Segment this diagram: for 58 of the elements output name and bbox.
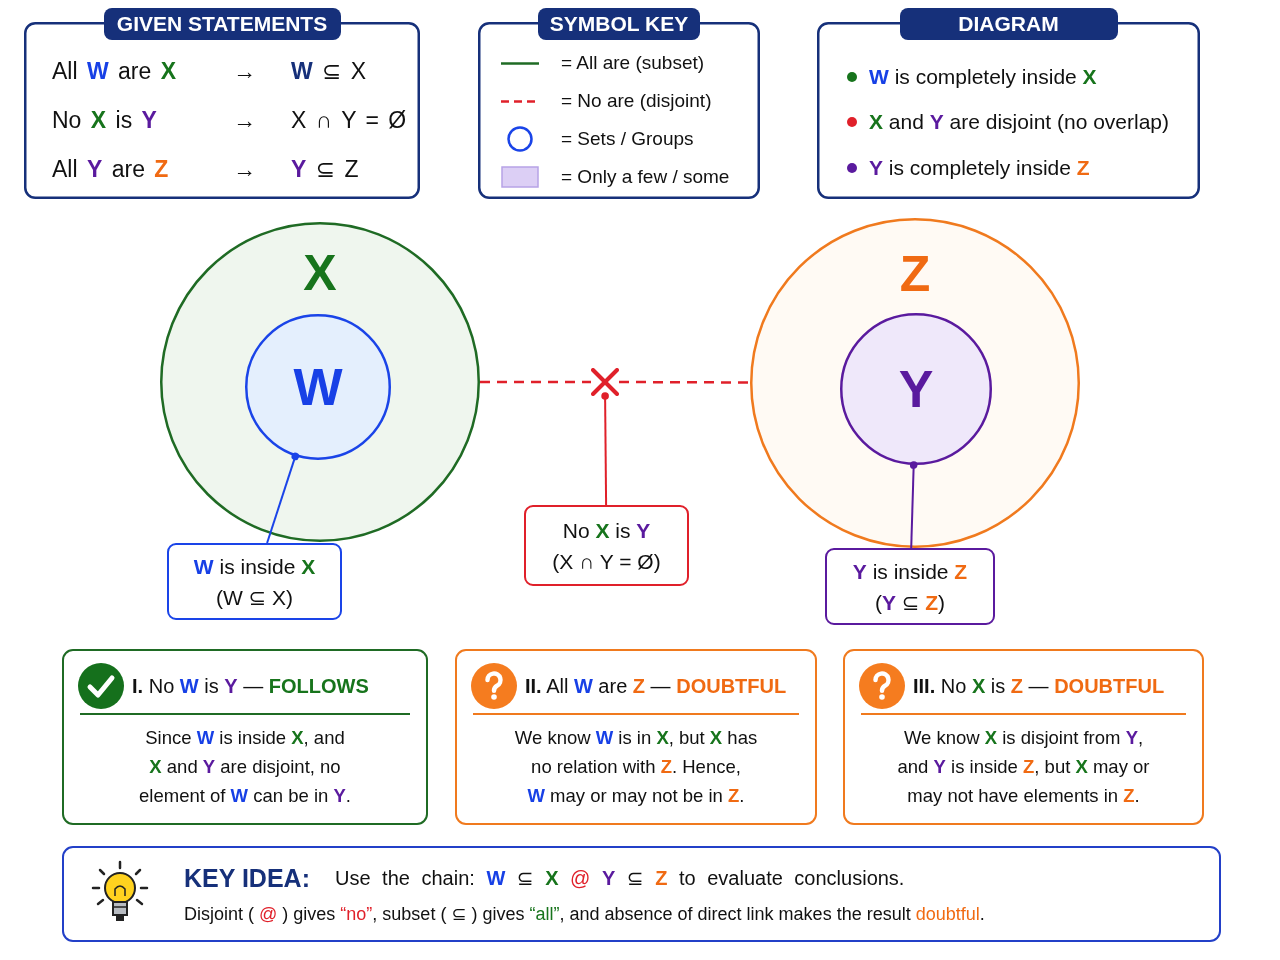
- statement-text: All Y are Z: [52, 155, 169, 183]
- symbol-key-panel: [478, 8, 760, 199]
- formula-text: (W ⊆ X): [215, 584, 294, 611]
- key-idea-panel: [62, 846, 1221, 942]
- callout-text: No X is Y: [562, 517, 651, 544]
- statement-text: No X is Y: [52, 106, 157, 134]
- conclusion-title: III. No X is Z — DOUBTFUL: [913, 673, 1165, 698]
- set-circle: [750, 218, 1080, 548]
- set-circle: [160, 222, 480, 542]
- legend-text: = All are (subset): [561, 52, 705, 74]
- formula-text: X ∩ Y = Ø: [291, 106, 407, 134]
- chain-text: Use the chain: W ⊆ X @ Y ⊆ Z to evaluate conclusions.: [335, 865, 905, 890]
- bullet-text: Y is completely inside Z: [869, 155, 1090, 180]
- statement-text: All W are X: [52, 57, 177, 85]
- leader-line: [601, 392, 609, 506]
- conclusion-title: II. All W are Z — DOUBTFUL: [525, 673, 787, 698]
- explanation-text: Disjoint ( @ ) gives “no”, subset ( ⊆ ) gives “all”, and absence of direct link makes the result doubtful.: [184, 903, 985, 926]
- diagram-panel: [817, 8, 1200, 199]
- conclusion-card: [843, 649, 1204, 825]
- callout-box: [524, 505, 689, 586]
- callout-text: W is inside X: [193, 553, 316, 580]
- set-label: Y: [898, 363, 934, 415]
- dashed-line: [480, 380, 591, 384]
- panel-heading: SYMBOL KEY: [538, 8, 700, 40]
- formula-text: Y ⊆ Z: [291, 155, 359, 183]
- leader-line: [266, 452, 300, 544]
- statements-panel: [24, 8, 420, 199]
- implies-arrow: →: [233, 57, 256, 85]
- set-label: Z: [899, 249, 931, 299]
- implies-arrow: →: [233, 155, 256, 183]
- formula-text: W ⊆ X: [291, 57, 367, 85]
- formula-text: (Y ⊆ Z): [874, 589, 946, 616]
- explanation-text: We know W is in X, but X has no relation with Z. Hence, W may or may not be in Z.: [514, 726, 758, 808]
- set-circle: [245, 314, 391, 460]
- explanation-text: Since W is inside X, and X and Y are disjoint, no element of W can be in Y.: [138, 726, 352, 808]
- conclusion-card: [455, 649, 817, 825]
- formula-text: (X ∩ Y = Ø): [552, 548, 661, 575]
- leader-line: [909, 461, 918, 549]
- key-idea-heading: KEY IDEA:: [184, 862, 310, 893]
- set-label: W: [293, 361, 343, 413]
- conclusion-card: [62, 649, 428, 825]
- explanation-text: We know X is disjoint from Y, and Y is inside Z, but X may or may not have elements in Z.: [897, 726, 1150, 808]
- legend-text: = Only a few / some: [561, 166, 730, 188]
- callout-box: [825, 548, 995, 625]
- panel-heading: GIVEN STATEMENTS: [103, 8, 341, 40]
- cross-mark: [591, 368, 619, 396]
- legend-text: = Sets / Groups: [561, 128, 694, 150]
- dashed-line: [619, 380, 750, 384]
- legend-text: = No are (disjoint): [561, 90, 712, 112]
- implies-arrow: →: [233, 106, 256, 134]
- callout-box: [167, 543, 342, 620]
- set-circle: [840, 313, 992, 465]
- bullet-text: W is completely inside X: [869, 64, 1097, 89]
- conclusion-title: I. No W is Y — FOLLOWS: [132, 673, 369, 698]
- callout-text: Y is inside Z: [852, 558, 968, 585]
- panel-heading: DIAGRAM: [899, 8, 1118, 40]
- bullet-text: X and Y are disjoint (no overlap): [869, 110, 1170, 135]
- set-label: X: [303, 248, 337, 298]
